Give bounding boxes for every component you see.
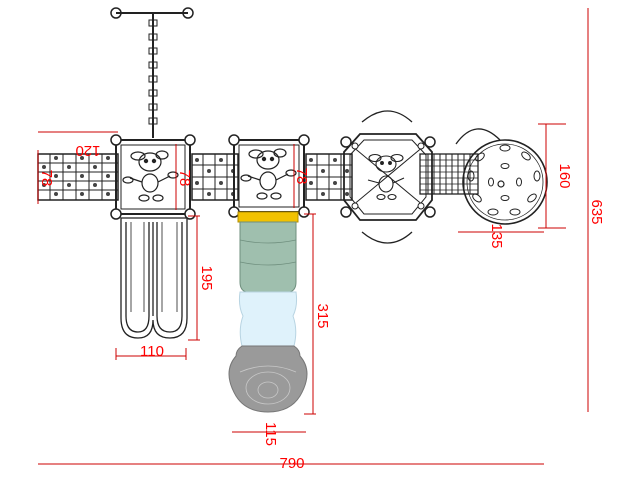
dim-total-height: 635 (588, 199, 605, 224)
dim-deck-height-left: 120 (75, 142, 100, 159)
steering-pole (110, 7, 194, 138)
deck-2 (228, 134, 310, 218)
dim-total-width: 790 (279, 455, 304, 472)
dim-slide-height: 195 (198, 265, 215, 290)
dimension-labels: 120 78 78 78 195 110 315 115 135 160 635… (38, 142, 605, 472)
dim-round-roof: 135 (488, 223, 505, 248)
dim-slide-width: 110 (140, 343, 164, 360)
round-roof (455, 128, 548, 225)
dim-deck2-side: 78 (293, 168, 310, 185)
bridge-2 (191, 153, 239, 201)
double-slide (120, 217, 188, 339)
cartoon-dog-icon (122, 150, 179, 202)
dim-tube-width: 115 (262, 422, 279, 446)
dim-bridge-height: 78 (38, 170, 55, 187)
cartoon-dog-icon (240, 148, 297, 200)
dim-tube-height: 315 (314, 303, 331, 328)
deck-1 (110, 134, 196, 220)
octagon-deck (340, 110, 436, 244)
bridge-3 (305, 153, 353, 201)
dim-deck-height-right: 160 (556, 163, 573, 188)
dim-deck1-side: 78 (176, 170, 193, 187)
tube-slide (228, 211, 308, 413)
cartoon-dog-icon (367, 153, 405, 201)
dimension-lines (37, 8, 589, 465)
left-bridge (37, 153, 119, 201)
